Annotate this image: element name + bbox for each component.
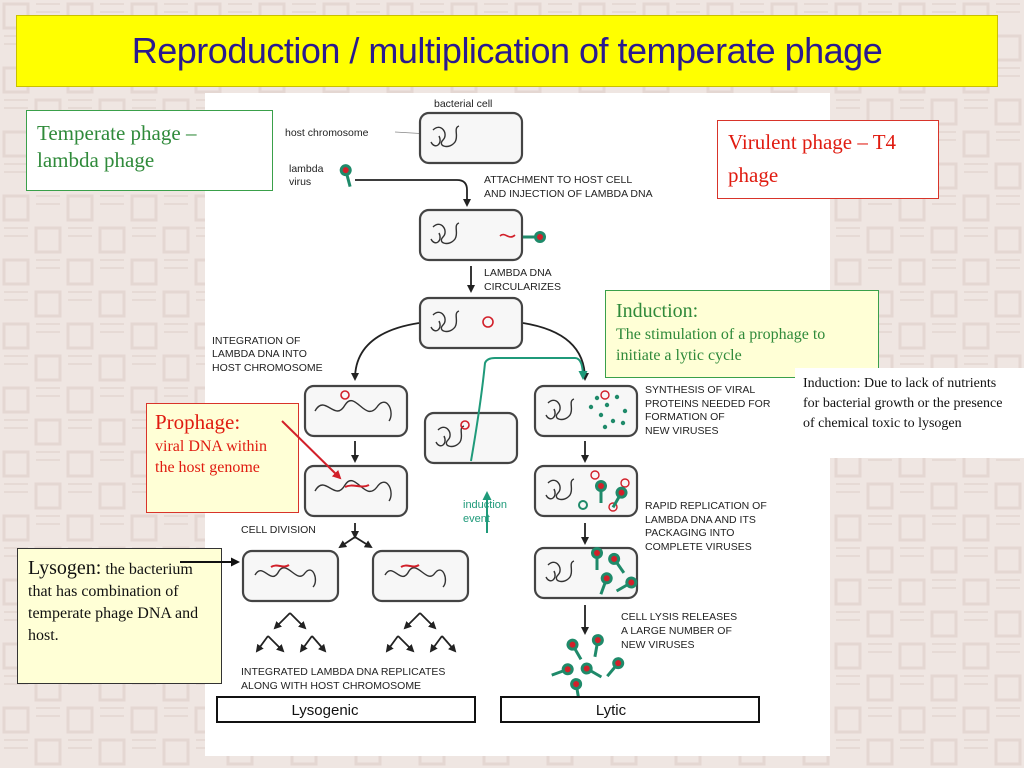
label-synthesis-3: FORMATION OF	[645, 411, 725, 423]
flow-arrows	[255, 179, 589, 653]
label-lysis-3: NEW VIRUSES	[621, 639, 695, 651]
lytic-bar	[500, 696, 760, 723]
induction-arrows	[470, 357, 588, 533]
label-induction-event-2: event	[463, 513, 490, 525]
diagram-labels: bacterial cell host chromosome lambda vi…	[212, 98, 771, 692]
cell-lysis	[533, 546, 639, 600]
title-bar: Reproduction / multiplication of tempera…	[16, 15, 998, 87]
temperate-phage-text: Temperate phage – lambda phage	[37, 121, 197, 172]
induction-event-label: induction event	[463, 499, 507, 525]
induction-note-text: Induction: Due to lack of nutrients for …	[803, 376, 1003, 431]
lysogen-callout: Lysogen: the bacterium that has combinat…	[17, 548, 222, 684]
lysogenic-bar	[216, 696, 476, 723]
label-synthesis-1: SYNTHESIS OF VIRAL	[645, 384, 755, 396]
virulent-phage-callout: Virulent phage – T4 phage	[717, 120, 939, 199]
temperate-phage-callout: Temperate phage – lambda phage	[26, 110, 273, 191]
cell-3	[418, 296, 524, 350]
slide-title: Reproduction / multiplication of tempera…	[131, 30, 883, 71]
label-lambda-virus-2: virus	[289, 176, 311, 188]
lysogenic-label: Lysogenic	[292, 702, 359, 719]
cell-prophage	[303, 464, 409, 518]
label-lysis-1: CELL LYSIS RELEASES	[621, 611, 737, 623]
label-replication-3: PACKAGING INTO	[645, 527, 734, 539]
label-cell-division: CELL DIVISION	[241, 524, 316, 536]
virulent-phage-text: Virulent phage – T4 phage	[728, 130, 897, 187]
label-replication-1: RAPID REPLICATION OF	[645, 500, 767, 512]
label-replication-4: COMPLETE VIRUSES	[645, 541, 752, 553]
label-lysis-2: A LARGE NUMBER OF	[621, 625, 732, 637]
prophage-callout: Prophage: viral DNA within the host geno…	[146, 403, 299, 513]
label-circularizes-2: CIRCULARIZES	[484, 281, 561, 293]
replicating-viruses	[578, 470, 632, 512]
label-synthesis-4: NEW VIRUSES	[645, 425, 719, 437]
cell-1	[418, 111, 524, 165]
label-bacterial-cell: bacterial cell	[434, 98, 492, 110]
cell-synthesis	[533, 384, 639, 438]
viral-protein-dots	[588, 394, 628, 430]
induction-heading: Induction:	[616, 300, 699, 322]
label-attachment-2: AND INJECTION OF LAMBDA DNA	[484, 188, 653, 200]
cell-lysogen-1	[241, 549, 340, 603]
prophage-body: viral DNA within the host genome	[155, 438, 267, 476]
label-host-chromosome: host chromosome	[285, 127, 369, 139]
lysogen-heading: Lysogen:	[28, 557, 102, 579]
prophage-heading: Prophage:	[155, 410, 241, 434]
label-integration-3: HOST CHROMOSOME	[212, 362, 323, 374]
label-integrated-2: ALONG WITH HOST CHROMOSOME	[241, 680, 421, 692]
label-integrated-1: INTEGRATED LAMBDA DNA REPLICATES	[241, 666, 445, 678]
label-circularizes-1: LAMBDA DNA	[484, 267, 552, 279]
cell-lysogen-2	[371, 549, 470, 603]
lambda-life-cycle-diagram: bacterial cell host chromosome lambda vi…	[205, 93, 830, 756]
label-synthesis-2: PROTEINS NEEDED FOR	[645, 398, 771, 410]
induction-body: The stimulation of a prophage to initiat…	[616, 326, 826, 364]
label-replication-2: LAMBDA DNA AND ITS	[645, 514, 756, 526]
induction-note: Induction: Due to lack of nutrients for …	[795, 368, 1024, 458]
label-integration-1: INTEGRATION OF	[212, 335, 300, 347]
cell-2	[418, 208, 524, 262]
label-induction-event-1: induction	[463, 499, 507, 511]
lysogen-body: the bacterium that has combination of te…	[28, 561, 199, 644]
label-attachment-1: ATTACHMENT TO HOST CELL	[484, 174, 632, 186]
lytic-label: Lytic	[596, 702, 627, 719]
induction-callout: Induction: The stimulation of a prophage…	[605, 290, 879, 378]
label-lambda-virus-1: lambda	[289, 163, 324, 175]
cell-induction	[423, 411, 519, 465]
label-integration-2: LAMBDA DNA INTO	[212, 348, 307, 360]
cell-integration	[303, 384, 409, 438]
